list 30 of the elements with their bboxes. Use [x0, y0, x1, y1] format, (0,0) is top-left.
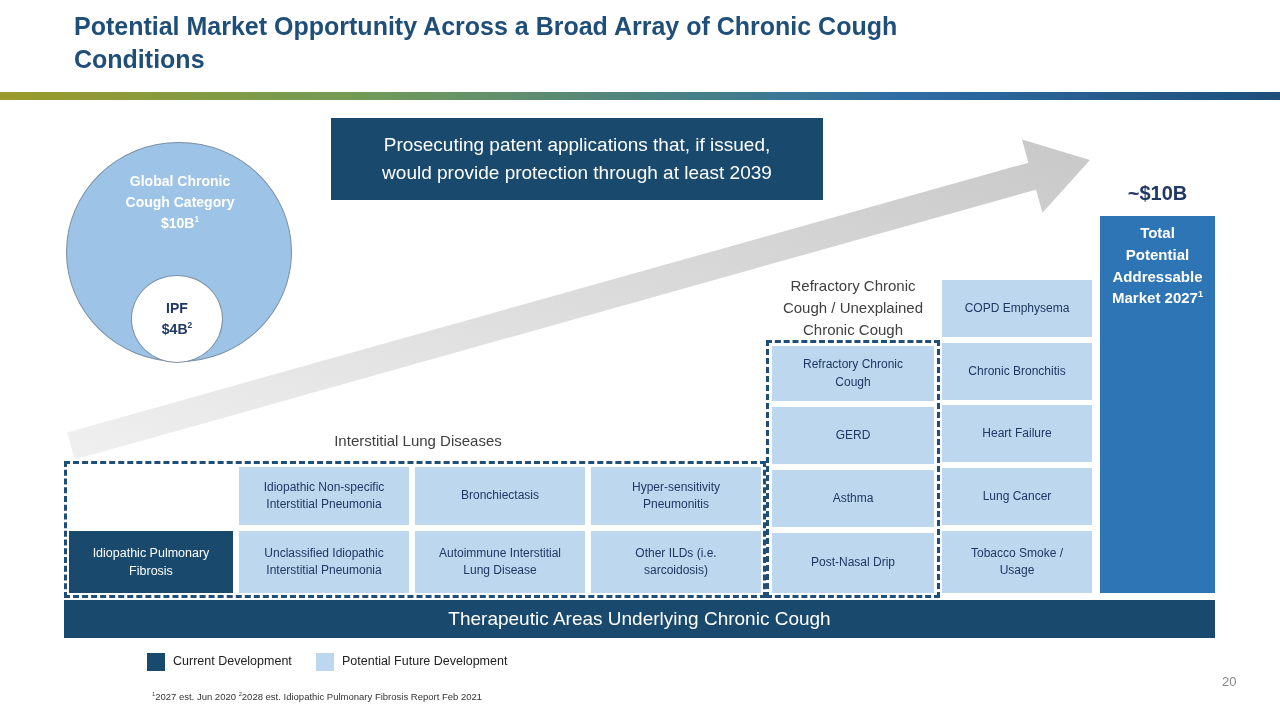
- condition-tile: Other ILDs (i.e. sarcoidosis): [591, 531, 761, 593]
- category-band: Therapeutic Areas Underlying Chronic Cough: [64, 600, 1215, 638]
- condition-tile: Heart Failure: [942, 405, 1092, 462]
- condition-tile: Bronchiectasis: [415, 467, 585, 525]
- circle-label: Global Chronic Cough Category $10B$^{1}$: [124, 172, 236, 233]
- legend-label: Current Development: [173, 654, 292, 668]
- group-heading: Interstitial Lung Diseases: [333, 431, 503, 451]
- condition-tile: Hyper-sensitivity Pneumonitis: [591, 467, 761, 525]
- condition-tile: Autoimmune Interstitial Lung Disease: [415, 531, 585, 593]
- legend-label: Potential Future Development: [342, 654, 508, 668]
- group-heading: Refractory Chronic Cough / Unexplained Chronic Cough: [781, 276, 925, 340]
- condition-tile: Tobacco Smoke / Usage: [942, 531, 1092, 593]
- condition-tile: Asthma: [772, 470, 934, 527]
- page-number: 20: [1222, 674, 1237, 689]
- footnote: $^{1}$2027 est. Jun 2020 $^{2}$2028 est. Idiopathic Pulmonary Fibrosis Report Feb 2021: [152, 691, 483, 703]
- market-bar: Total Potential Addressable Market 2027$^{1}$: [1100, 216, 1215, 593]
- condition-tile: Idiopathic Non-specific Interstitial Pneumonia: [239, 467, 409, 525]
- condition-tile: Post-Nasal Drip: [772, 533, 934, 593]
- block-arrow: [67, 139, 1090, 460]
- condition-tile: Idiopathic Pulmonary Fibrosis: [69, 531, 233, 593]
- condition-tile: COPD Emphysema: [942, 280, 1092, 337]
- condition-tile: GERD: [772, 407, 934, 464]
- condition-tile: Chronic Bronchitis: [942, 343, 1092, 400]
- condition-tile: Unclassified Idiopathic Interstitial Pneumonia: [239, 531, 409, 593]
- inner-circle: IPF $4B$^{2}$: [131, 275, 223, 363]
- title: Potential Market Opportunity Across a Broad Array of Chronic Cough Conditions: [74, 11, 899, 75]
- condition-tile: Lung Cancer: [942, 468, 1092, 525]
- callout-box: Prosecuting patent applications that, if issued, would provide protection through at least 2039: [331, 118, 823, 200]
- value-label: ~$10B: [1126, 182, 1189, 205]
- condition-tile: Refractory Chronic Cough: [772, 346, 934, 401]
